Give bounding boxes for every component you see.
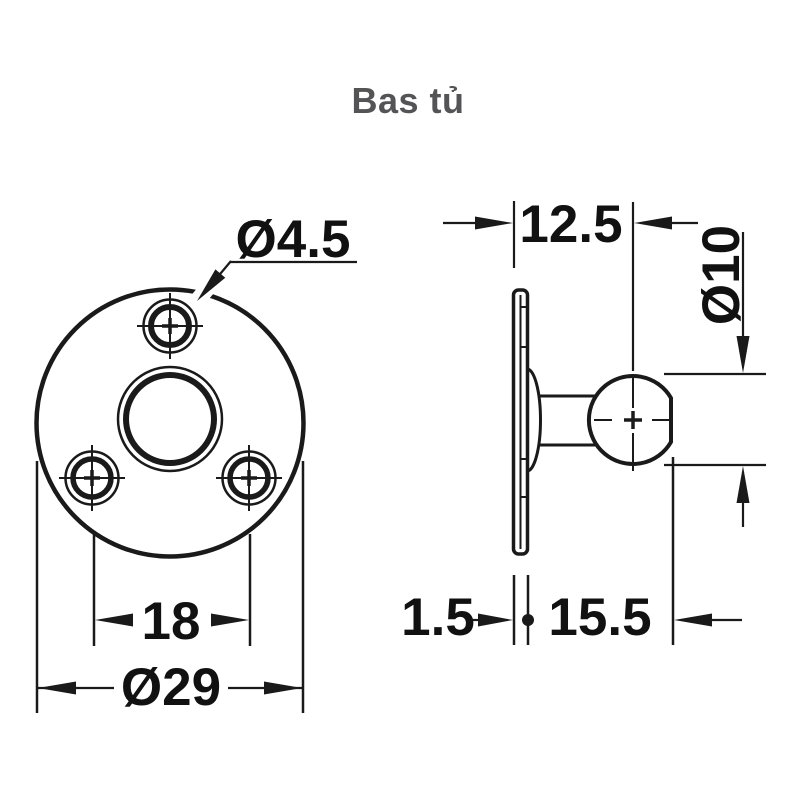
arrowhead-left-icon	[674, 613, 712, 627]
dimension-hole-diameter: Ø4.5	[197, 210, 357, 301]
dimension-label-stud-length: 15.5	[548, 588, 651, 647]
dimension-label-hole-diameter: Ø4.5	[236, 210, 351, 269]
hole-countersink-ring	[142, 298, 198, 354]
dimension-dot-icon	[522, 614, 534, 626]
arrowhead-left-icon	[38, 681, 76, 695]
arrowhead-left-icon	[475, 216, 513, 230]
dimension-label-overall-depth: 12.5	[519, 195, 622, 254]
dimension-label-plate-diameter: Ø29	[121, 658, 221, 717]
label-background	[114, 661, 228, 711]
hole-bore-ring	[70, 456, 114, 500]
hole-countersink-ring	[64, 450, 120, 506]
center-bore-inner-circle	[123, 372, 217, 466]
arrowhead-right-icon	[211, 613, 249, 627]
dimension-label-hole-spacing: 18	[142, 592, 201, 651]
side-view: 12.5 Ø10 1.5 15.5	[401, 195, 766, 647]
dimension-overall-depth: 12.5	[443, 195, 698, 371]
arrowhead-up-icon	[736, 466, 750, 503]
leader-arrowhead-icon	[197, 269, 226, 301]
plate-outline-circle	[34, 287, 306, 559]
arrowhead-right-icon	[264, 681, 302, 695]
dimension-label-plate-thickness: 1.5	[401, 588, 475, 647]
plate-edge-outline	[511, 288, 530, 556]
page-title: Bas tủ	[351, 80, 464, 121]
dimension-hole-spacing: 18	[92, 534, 252, 651]
front-view: Ø4.5 18 Ø29	[34, 210, 357, 717]
screw-hole-bottom-left	[59, 445, 125, 511]
stud-flange-profile	[526, 367, 542, 473]
center-bore-outer-circle	[116, 365, 224, 473]
hole-bore-ring	[227, 456, 271, 500]
dimension-label-ball-diameter: Ø10	[692, 225, 751, 325]
dimension-ball-diameter: Ø10	[664, 225, 766, 527]
arrowhead-down-icon	[736, 336, 750, 373]
dimension-plate-thickness: 1.5	[401, 575, 534, 647]
screw-hole-top	[137, 293, 203, 359]
hole-bore-ring	[148, 304, 192, 348]
ball-outline	[586, 374, 673, 466]
dimension-stud-length: 15.5	[548, 457, 742, 647]
arrowhead-left-icon	[95, 613, 133, 627]
arrowhead-right-icon	[478, 613, 513, 627]
hole-countersink-ring	[221, 450, 277, 506]
dimension-plate-diameter: Ø29	[35, 461, 305, 717]
arrowhead-right-icon	[634, 216, 672, 230]
screw-hole-bottom-right	[216, 445, 282, 511]
